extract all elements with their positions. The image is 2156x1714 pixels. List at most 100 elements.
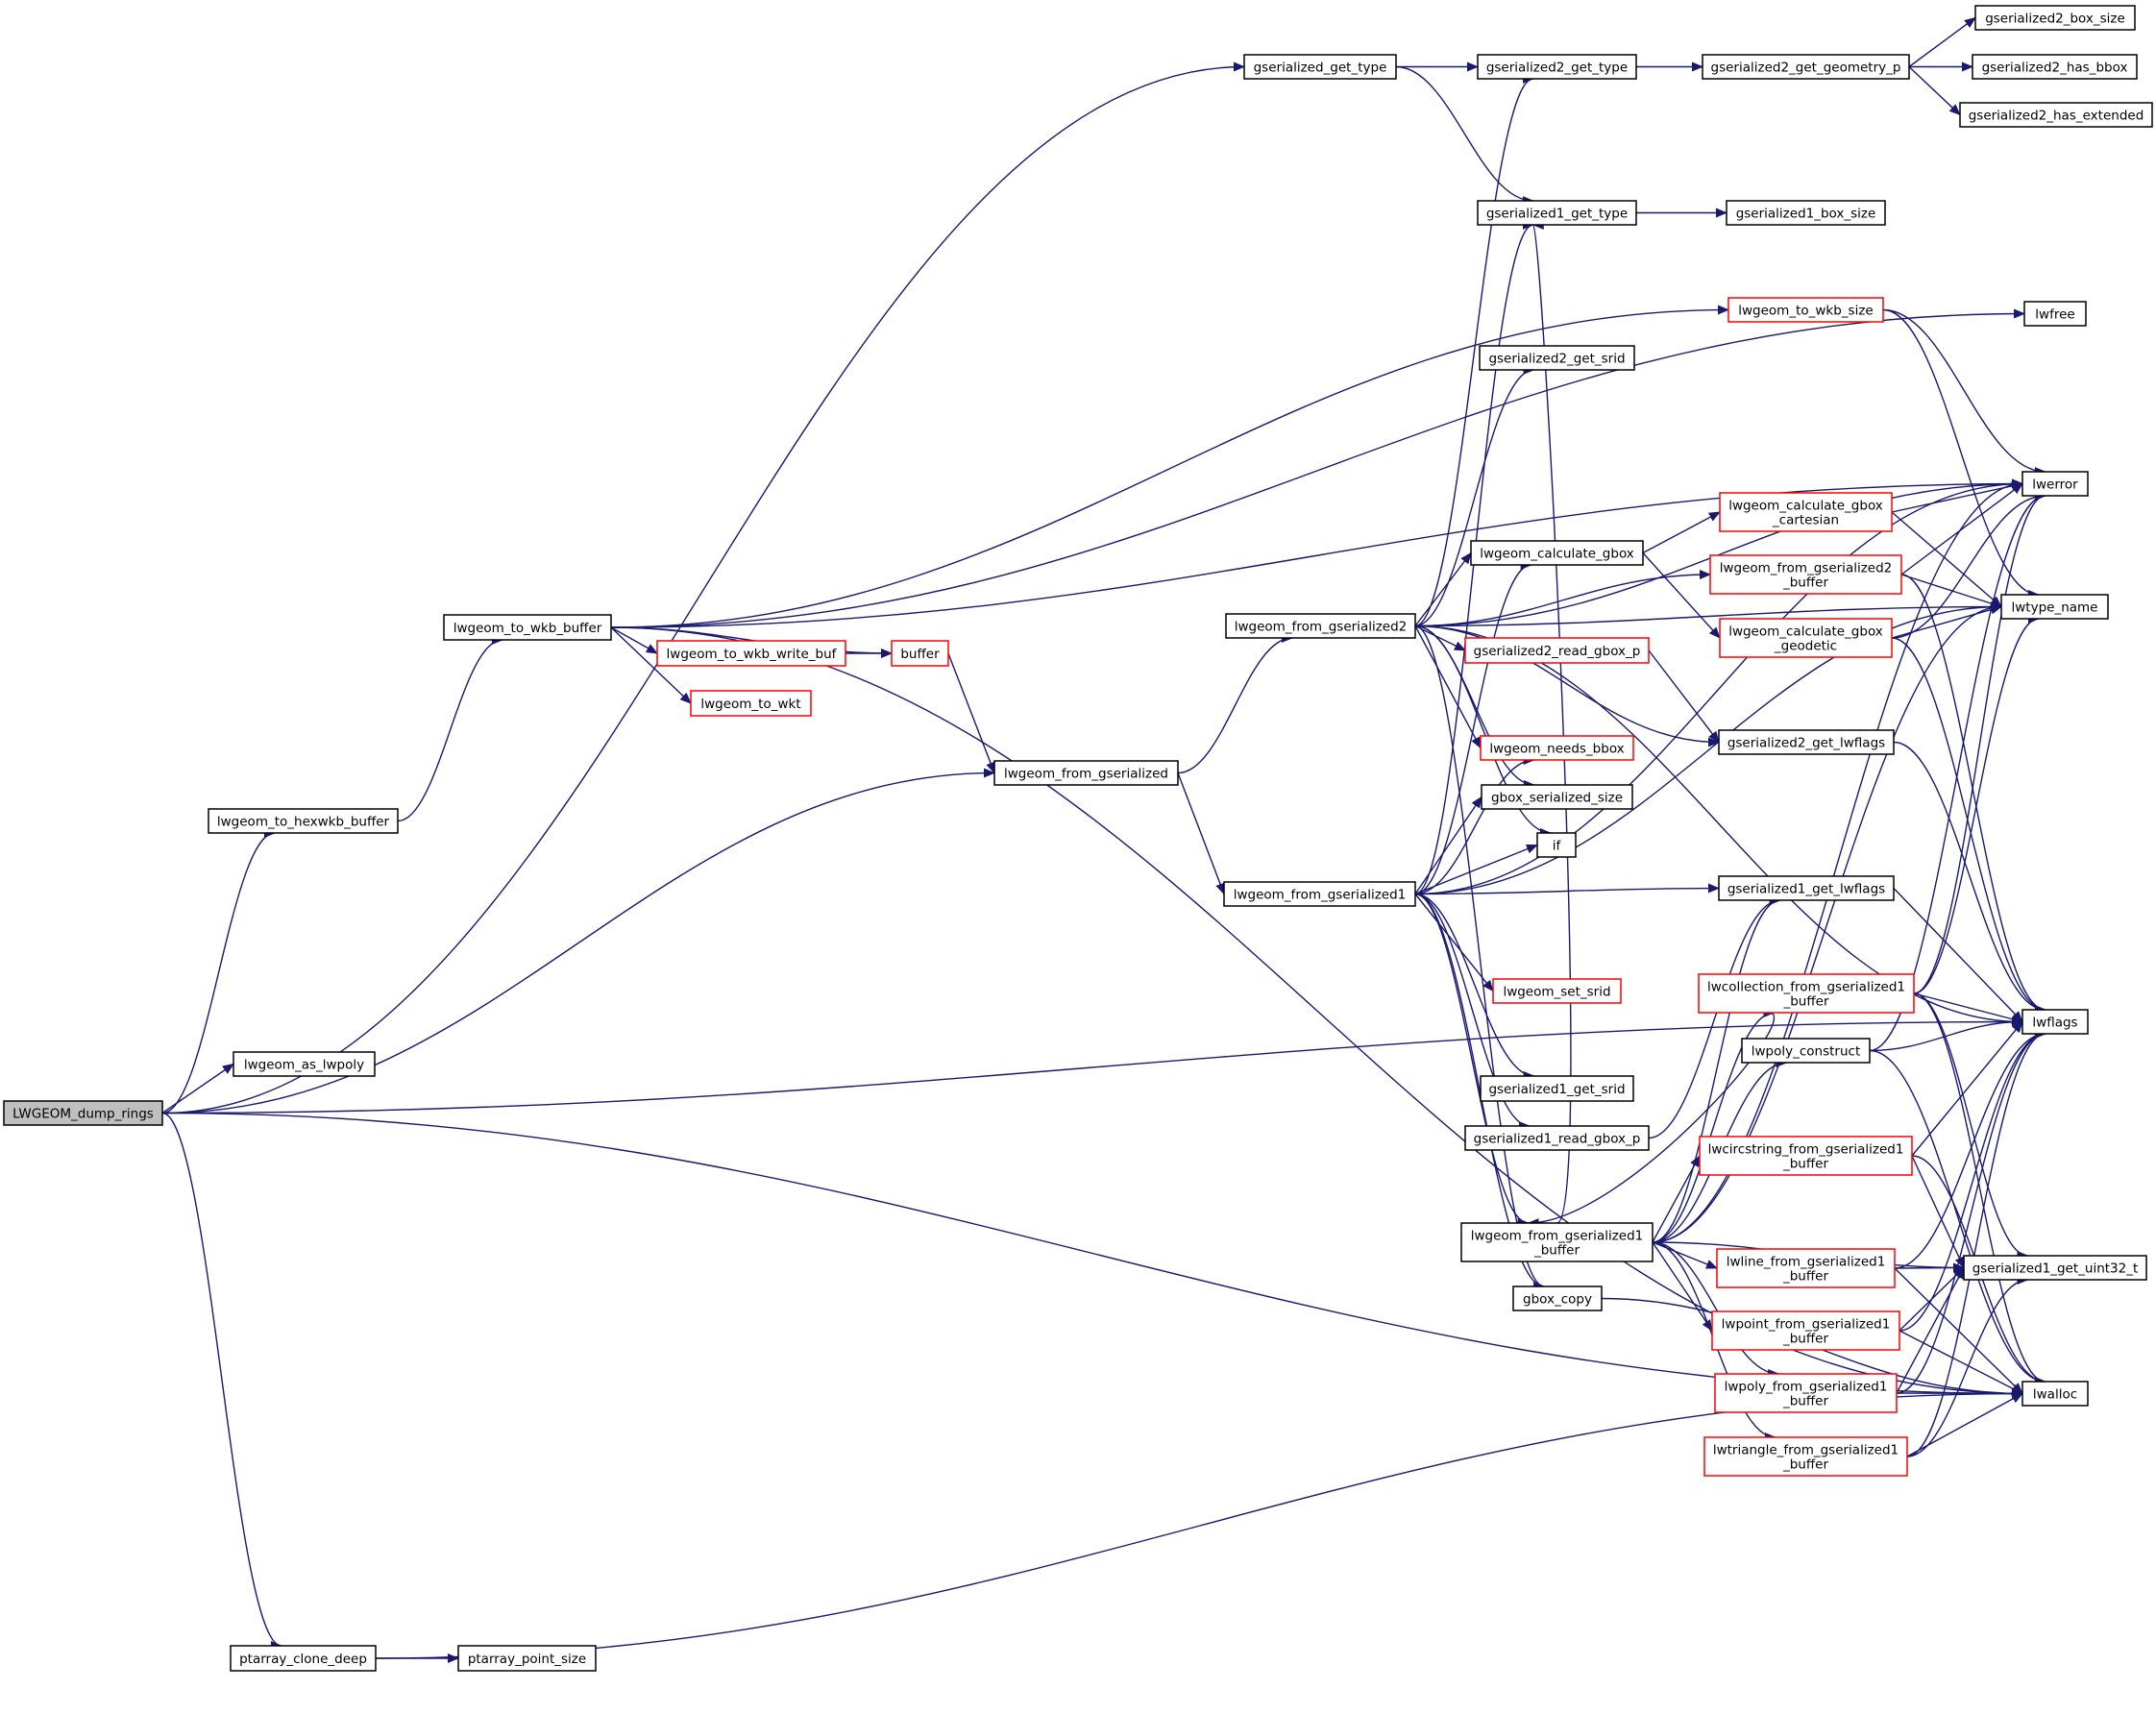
node-box[interactable] [656, 640, 846, 667]
node-box[interactable] [233, 1051, 376, 1077]
node-box[interactable] [1726, 200, 1886, 226]
node-box[interactable] [1480, 735, 1634, 761]
node-gserialized1_get_type[interactable]: gserialized1_get_type [1477, 200, 1637, 226]
node-buffer[interactable]: buffer [891, 640, 949, 667]
node-box[interactable] [1479, 345, 1635, 371]
node-ptarray_clone_deep[interactable]: ptarray_clone_deep [230, 1645, 377, 1672]
node-lwtype_name[interactable]: lwtype_name [2000, 594, 2109, 620]
node-box[interactable] [1243, 54, 1397, 80]
node-box[interactable] [1719, 492, 1893, 532]
node-box[interactable] [1709, 554, 1902, 595]
node-gbox_serialized_size[interactable]: gbox_serialized_size [1481, 784, 1633, 810]
node-box[interactable] [2021, 1009, 2089, 1035]
node-box[interactable] [993, 760, 1179, 786]
node-lwgeom_from_gserialized1[interactable]: lwgeom_from_gserialized1 [1223, 881, 1416, 907]
node-lwgeom_calculate_gbox_cartesian[interactable]: lwgeom_calculate_gbox_cartesian [1719, 492, 1893, 532]
node-gserialized1_get_srid[interactable]: gserialized1_get_srid [1480, 1075, 1634, 1102]
node-lwgeom_as_lwpoly[interactable]: lwgeom_as_lwpoly [233, 1051, 376, 1077]
node-box[interactable] [1698, 973, 1915, 1014]
node-lwgeom_to_wkt[interactable]: lwgeom_to_wkt [690, 690, 812, 717]
node-gserialized_get_type[interactable]: gserialized_get_type [1243, 54, 1397, 80]
node-lwgeom_to_wkb_size[interactable]: lwgeom_to_wkb_size [1727, 297, 1884, 323]
node-box[interactable] [1477, 54, 1637, 80]
node-lwgeom_from_gserialized[interactable]: lwgeom_from_gserialized [993, 760, 1179, 786]
node-box[interactable] [1464, 637, 1650, 664]
node-box[interactable] [1699, 1136, 1913, 1176]
node-lwgeom_calculate_gbox_geodetic[interactable]: lwgeom_calculate_gbox_geodetic [1719, 618, 1893, 658]
node-lwerror[interactable]: lwerror [2021, 471, 2089, 497]
node-box[interactable] [1536, 832, 1577, 858]
node-box[interactable] [1460, 1222, 1654, 1262]
node-box[interactable] [1974, 5, 2136, 31]
node-gserialized2_read_gbox_p[interactable]: gserialized2_read_gbox_p [1464, 637, 1650, 664]
node-lwgeom_from_gserialized2[interactable]: lwgeom_from_gserialized2 [1225, 613, 1416, 639]
node-box[interactable] [1718, 729, 1895, 755]
node-gserialized2_box_size[interactable]: gserialized2_box_size [1974, 5, 2136, 31]
node-lwpoint_from_gserialized1_buffer[interactable]: lwpoint_from_gserialized1_buffer [1711, 1310, 1900, 1351]
node-lwgeom_needs_bbox[interactable]: lwgeom_needs_bbox [1480, 735, 1634, 761]
node-box[interactable] [457, 1645, 597, 1672]
node-gserialized2_get_lwflags[interactable]: gserialized2_get_lwflags [1718, 729, 1895, 755]
node-ptarray_point_size[interactable]: ptarray_point_size [457, 1645, 597, 1672]
node-box[interactable] [2023, 301, 2087, 327]
node-box[interactable] [1703, 1436, 1908, 1477]
node-box[interactable] [1727, 297, 1884, 323]
node-lwflags[interactable]: lwflags [2021, 1009, 2089, 1035]
node-if[interactable]: if [1536, 832, 1577, 858]
node-lwalloc[interactable]: lwalloc [2021, 1381, 2089, 1407]
node-lwfree[interactable]: lwfree [2023, 301, 2087, 327]
node-box[interactable] [2021, 1381, 2089, 1407]
node-lwgeom_set_srid[interactable]: lwgeom_set_srid [1492, 978, 1622, 1004]
node-lwtriangle_from_gserialized1_buffer[interactable]: lwtriangle_from_gserialized1_buffer [1703, 1436, 1908, 1477]
node-box[interactable] [3, 1100, 163, 1126]
node-box[interactable] [1741, 1038, 1871, 1064]
node-box[interactable] [1716, 1248, 1896, 1288]
node-gserialized1_get_lwflags[interactable]: gserialized1_get_lwflags [1718, 875, 1895, 901]
node-gserialized2_get_type[interactable]: gserialized2_get_type [1477, 54, 1637, 80]
node-box[interactable] [1718, 875, 1895, 901]
node-lwpoly_construct[interactable]: lwpoly_construct [1741, 1038, 1871, 1064]
node-box[interactable] [1972, 54, 2138, 80]
node-box[interactable] [1512, 1286, 1603, 1311]
node-box[interactable] [2000, 594, 2109, 620]
node-box[interactable] [208, 808, 399, 834]
node-gserialized1_read_gbox_p[interactable]: gserialized1_read_gbox_p [1464, 1125, 1650, 1151]
node-box[interactable] [1714, 1373, 1898, 1413]
node-box[interactable] [1719, 618, 1893, 658]
node-lwgeom_calculate_gbox[interactable]: lwgeom_calculate_gbox [1470, 540, 1644, 566]
node-box[interactable] [1480, 1075, 1634, 1102]
node-box[interactable] [1959, 102, 2153, 128]
node-box[interactable] [1477, 200, 1637, 226]
node-lwpoly_from_gserialized1_buffer[interactable]: lwpoly_from_gserialized1_buffer [1714, 1373, 1898, 1413]
node-gserialized2_get_srid[interactable]: gserialized2_get_srid [1479, 345, 1635, 371]
node-box[interactable] [891, 640, 949, 667]
node-box[interactable] [230, 1645, 377, 1672]
node-lwline_from_gserialized1_buffer[interactable]: lwline_from_gserialized1_buffer [1716, 1248, 1896, 1288]
node-box[interactable] [1963, 1255, 2147, 1281]
node-box[interactable] [1225, 613, 1416, 639]
node-box[interactable] [443, 614, 612, 641]
node-box[interactable] [1464, 1125, 1650, 1151]
node-lwgeom_from_gserialized1_buffer[interactable]: lwgeom_from_gserialized1_buffer [1460, 1222, 1654, 1262]
node-lwgeom_to_wkb_write_buf[interactable]: lwgeom_to_wkb_write_buf [656, 640, 846, 667]
node-gserialized1_box_size[interactable]: gserialized1_box_size [1726, 200, 1886, 226]
node-box[interactable] [1492, 978, 1622, 1004]
node-gserialized2_get_geometry_p[interactable]: gserialized2_get_geometry_p [1702, 54, 1910, 80]
node-box[interactable] [1702, 54, 1910, 80]
node-gbox_copy[interactable]: gbox_copy [1512, 1286, 1603, 1311]
node-LWGEOM_dump_rings[interactable]: LWGEOM_dump_rings [3, 1100, 163, 1126]
node-lwgeom_to_wkb_buffer[interactable]: lwgeom_to_wkb_buffer [443, 614, 612, 641]
node-lwgeom_to_hexwkb_buffer[interactable]: lwgeom_to_hexwkb_buffer [208, 808, 399, 834]
node-box[interactable] [1711, 1310, 1900, 1351]
node-box[interactable] [1481, 784, 1633, 810]
node-box[interactable] [1223, 881, 1416, 907]
node-gserialized1_get_uint32_t[interactable]: gserialized1_get_uint32_t [1963, 1255, 2147, 1281]
node-box[interactable] [1470, 540, 1644, 566]
node-gserialized2_has_extended[interactable]: gserialized2_has_extended [1959, 102, 2153, 128]
node-box[interactable] [690, 690, 812, 717]
node-box[interactable] [2021, 471, 2089, 497]
node-lwgeom_from_gserialized2_buffer[interactable]: lwgeom_from_gserialized2_buffer [1709, 554, 1902, 595]
node-gserialized2_has_bbox[interactable]: gserialized2_has_bbox [1972, 54, 2138, 80]
node-lwcircstring_from_gserialized1_buffer[interactable]: lwcircstring_from_gserialized1_buffer [1699, 1136, 1913, 1176]
node-lwcollection_from_gserialized1_buffer[interactable]: lwcollection_from_gserialized1_buffer [1698, 973, 1915, 1014]
